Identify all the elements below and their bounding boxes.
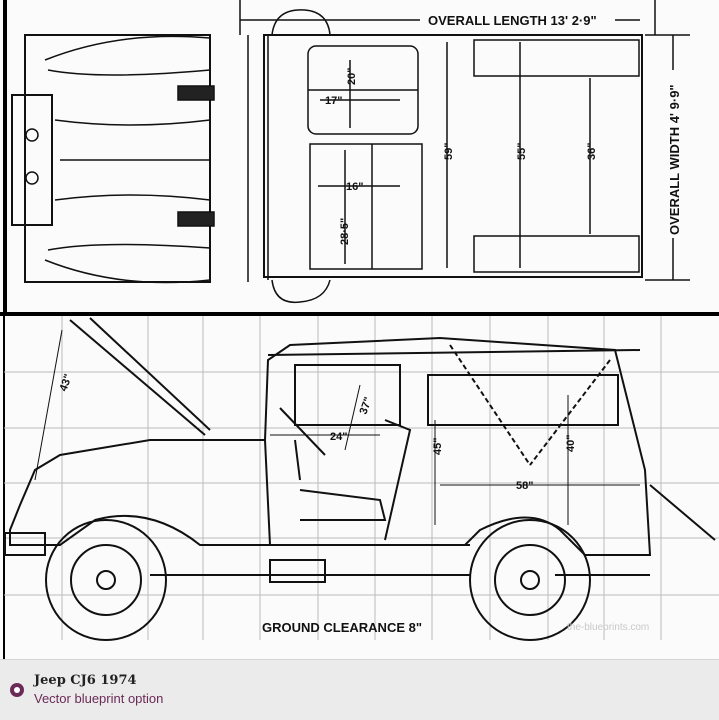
caption-bar bbox=[0, 659, 719, 720]
dim-cargo-58: 58" bbox=[516, 480, 533, 492]
dim-seat-depth: 20" bbox=[346, 68, 358, 85]
dim-door-37: 37" bbox=[358, 396, 375, 417]
dim-rear-height-40: 40" bbox=[565, 435, 577, 452]
radio-option-icon[interactable] bbox=[10, 683, 24, 697]
caption-title: Jeep CJ6 1974 bbox=[34, 673, 137, 688]
dim-36: 36" bbox=[586, 143, 598, 160]
blueprint-drawing: OVERALL LENGTH 13' 2·9" OVERALL WIDTH 4'… bbox=[0, 0, 719, 659]
dim-rear-seat-width: 16" bbox=[346, 181, 363, 193]
dim-rear-seat-depth: 28·5" bbox=[339, 218, 351, 245]
watermark: the-blueprints.com bbox=[567, 622, 649, 633]
overall-length-label: OVERALL LENGTH 13' 2·9" bbox=[428, 13, 597, 28]
dim-59: 59" bbox=[443, 143, 455, 160]
side-view bbox=[4, 317, 716, 641]
dim-height-45: 45" bbox=[432, 438, 444, 455]
caption-subtitle[interactable]: Vector blueprint option bbox=[34, 691, 164, 706]
dim-55: 55" bbox=[516, 143, 528, 160]
dim-hood-43: 43" bbox=[58, 373, 75, 394]
dim-seat-width: 17" bbox=[325, 95, 342, 107]
blueprint-image[interactable]: OVERALL LENGTH 13' 2·9" OVERALL WIDTH 4'… bbox=[0, 0, 719, 659]
dim-steering-24: 24" bbox=[330, 431, 347, 443]
overall-width-label: OVERALL WIDTH 4' 9·9" bbox=[667, 84, 682, 235]
top-view bbox=[11, 0, 690, 304]
ground-clearance-label: GROUND CLEARANCE 8" bbox=[262, 620, 422, 635]
